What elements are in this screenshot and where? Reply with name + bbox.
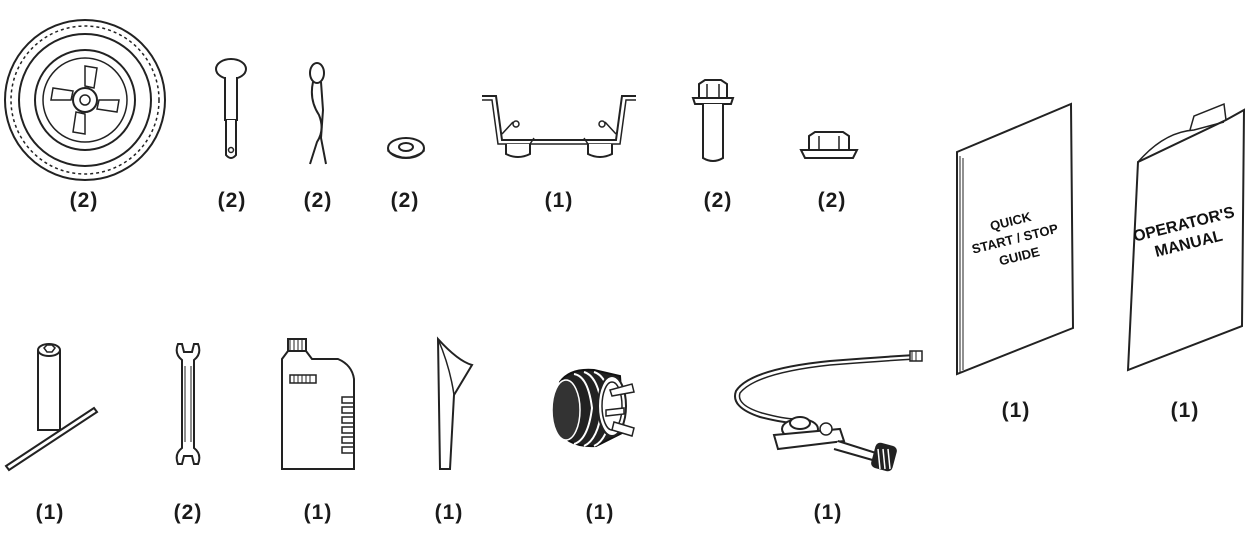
oil-bottle-quantity: (1): [303, 501, 333, 524]
funnel-icon: [428, 335, 478, 475]
support-leg-quantity: (1): [544, 189, 574, 212]
manual-booklet-icon: OPERATOR'S MANUAL: [1124, 102, 1249, 382]
plug-adapter-quantity: (1): [585, 501, 615, 524]
spark-plug-wrench-icon: [2, 330, 102, 470]
flange-nut-icon: [795, 130, 865, 170]
propane-hose-quantity: (1): [813, 501, 843, 524]
spark-plug-wrench-quantity: (1): [35, 501, 65, 524]
wheel-quantity: (2): [69, 189, 99, 212]
axle-pin-quantity: (2): [217, 189, 247, 212]
guide-booklet-icon: QUICK START / STOP GUIDE: [955, 102, 1090, 382]
wheel-icon: [2, 6, 182, 186]
flange-nut-quantity: (2): [817, 189, 847, 212]
hair-pin-clip-icon: [295, 60, 345, 170]
washer-quantity: (2): [390, 189, 420, 212]
hair-pin-clip-quantity: (2): [303, 189, 333, 212]
quick-start-guide-quantity: (1): [1001, 399, 1031, 422]
operators-manual-quantity: (1): [1170, 399, 1200, 422]
oil-bottle-icon: [278, 335, 368, 475]
axle-pin-icon: [204, 55, 264, 165]
support-leg-icon: [478, 90, 648, 170]
flange-bolt-icon: [685, 78, 745, 168]
oil-funnel-quantity: (1): [434, 501, 464, 524]
washer-icon: [383, 128, 433, 168]
open-end-wrench-icon: [170, 340, 210, 470]
open-end-wrench-quantity: (2): [173, 501, 203, 524]
flange-bolt-quantity: (2): [703, 189, 733, 212]
propane-hose-regulator-icon: [730, 345, 930, 485]
plug-adapter-icon: [540, 362, 650, 462]
